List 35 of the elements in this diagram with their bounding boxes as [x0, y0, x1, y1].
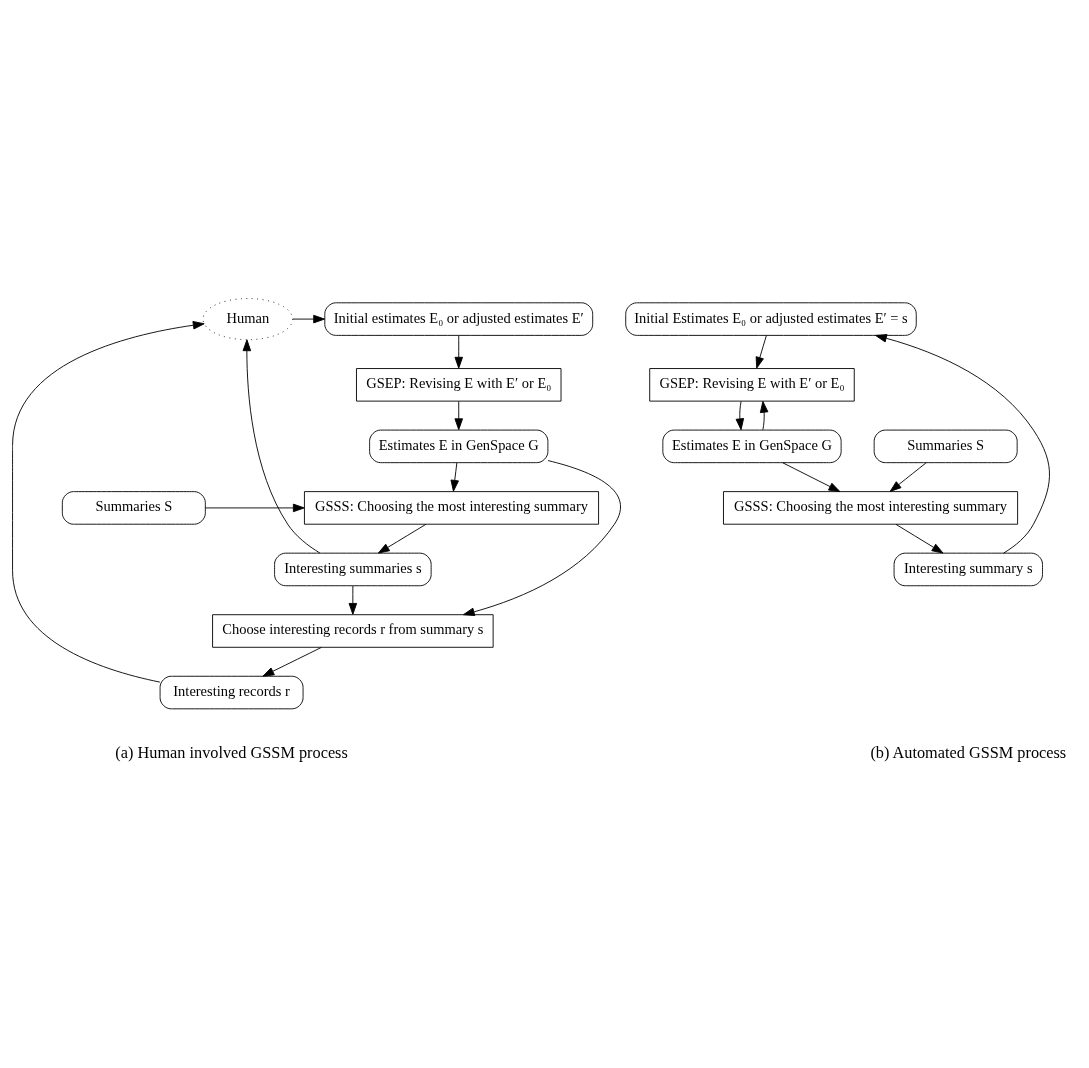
arrow: [895, 523, 944, 554]
node-box: Initial estimates E₀ or adjusted estimates E′: [324, 301, 594, 336]
arrow: [348, 585, 358, 615]
node-box: Estimates E in GenSpace G: [369, 429, 549, 463]
node-box: Interesting summaries s: [274, 552, 432, 586]
node-box: Initial Estimates E₀ or adjusted estimates E′ = s: [625, 301, 917, 336]
node-box: Interesting summary s: [893, 552, 1043, 586]
arrow: [782, 461, 841, 492]
arrow: [759, 400, 769, 430]
node-box: Summaries S: [873, 429, 1018, 463]
node-box: Estimates E in GenSpace G: [662, 429, 842, 463]
arrow: [875, 333, 1050, 554]
label: (b) Automated GSSM process: [870, 742, 1067, 762]
arrow: [377, 523, 427, 554]
arrow: [292, 314, 325, 323]
arrow: [462, 459, 621, 616]
node-box: Summaries S: [61, 490, 206, 525]
arrow: [454, 334, 463, 369]
arrow: [889, 462, 927, 492]
arrow: [12, 320, 205, 683]
arrow: [205, 503, 305, 512]
node-box: GSSS: Choosing the most interesting summary: [303, 490, 600, 525]
arrow: [755, 334, 767, 369]
arrow: [242, 338, 321, 553]
node-box: GSSS: Choosing the most interesting summary: [723, 490, 1019, 525]
arrow: [454, 400, 463, 430]
label: (a) Human involved GSSM process: [115, 742, 348, 762]
node-box: Interesting records r: [159, 675, 304, 709]
node-ellipse: Human: [202, 297, 294, 340]
node-box: GSEP: Revising E with E′ or E₀: [649, 367, 855, 402]
node-box: Choose interesting records r from summary s: [212, 613, 494, 648]
arrow: [735, 400, 745, 430]
arrow: [262, 646, 322, 677]
arrow: [450, 462, 459, 492]
node-box: GSEP: Revising E with E′ or E₀: [356, 367, 562, 402]
